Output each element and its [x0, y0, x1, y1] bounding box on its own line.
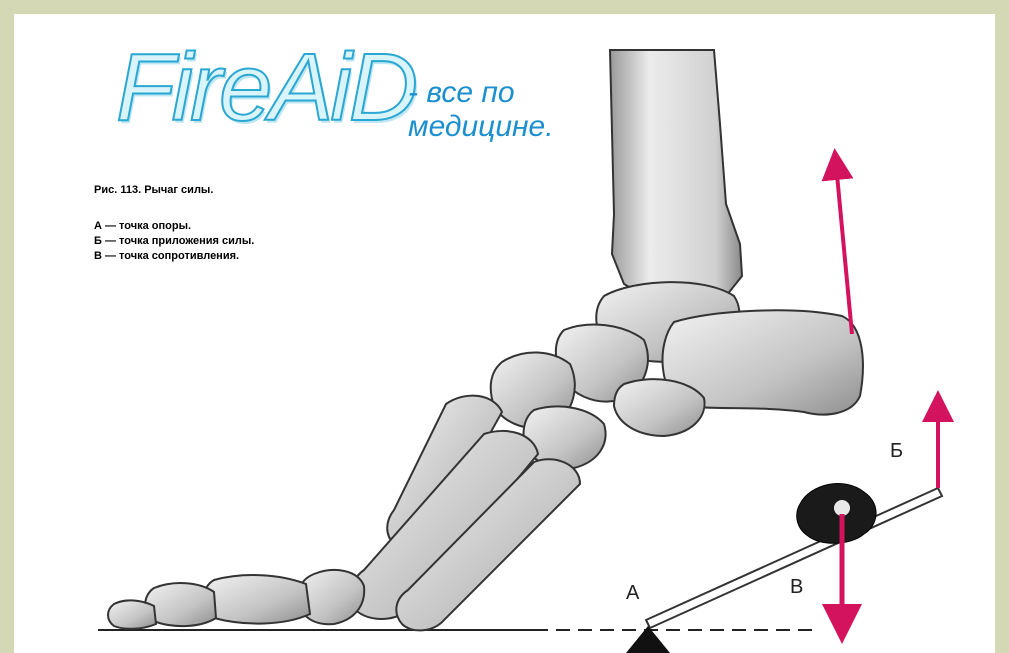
- legend-item-a: А — точка опоры.: [94, 219, 254, 234]
- phalanx-bone-2: [204, 575, 311, 624]
- lever-plank: [646, 488, 942, 628]
- heel-force-arrow: [836, 164, 852, 334]
- label-effort-b: Б: [890, 440, 903, 463]
- site-logo: FireAiD: [116, 40, 415, 136]
- legend-item-b: Б — точка приложения силы.: [94, 234, 254, 249]
- cuneiform-bone-2: [523, 406, 605, 468]
- figure-caption: Рис. 113. Рычаг силы.: [94, 184, 213, 196]
- label-fulcrum-a: А: [626, 582, 639, 605]
- cuboid-bone: [614, 379, 705, 436]
- legend-item-v: В — точка сопротивления.: [94, 249, 254, 264]
- figure-legend: А — точка опоры. Б — точка приложения си…: [94, 219, 254, 264]
- weight-highlight: [834, 500, 850, 516]
- illustration-panel: FireAiD - все по медицине. Рис. 113. Рыч…: [14, 14, 995, 653]
- tagline-line-1: - все по: [408, 76, 554, 110]
- label-resistance-v: В: [790, 576, 803, 599]
- tibia-bone: [610, 50, 742, 306]
- phalanx-bone-4: [108, 600, 156, 628]
- logo-tagline: - все по медицине.: [408, 76, 554, 144]
- tagline-line-2: медицине.: [408, 110, 554, 144]
